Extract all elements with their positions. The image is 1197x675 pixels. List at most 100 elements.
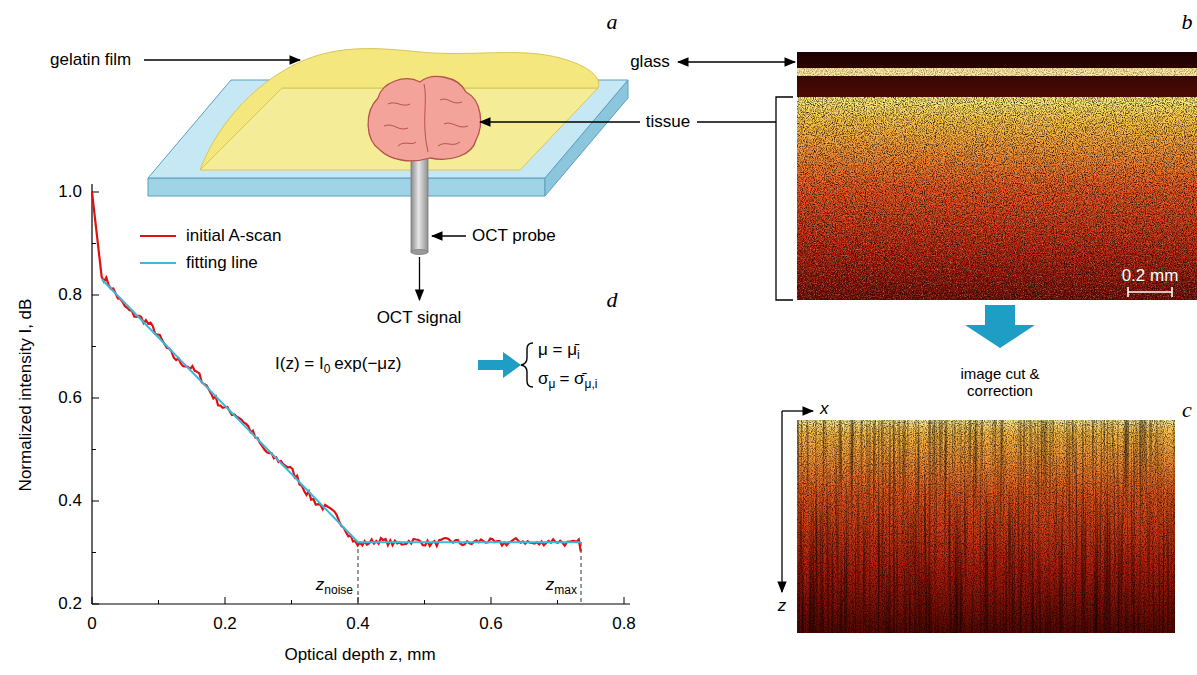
image-streaks [797,420,1175,633]
formula: znoise [316,575,353,598]
formula: σμ= σ̄μ,i [538,369,598,392]
legend-label: fitting line [186,253,258,273]
brace [521,343,533,387]
marker-label: z [546,575,555,594]
tissue-sample [368,77,480,161]
formula-text: I(z) = I [275,354,324,373]
marker-subscript: max [554,583,577,597]
axis-arrow [781,411,782,592]
marker-label: z [316,575,325,594]
y-axis [91,184,92,604]
legend-line [140,235,176,237]
formula-subscript: i [577,348,580,362]
sample-illustration [144,49,795,300]
leader-line [697,121,776,122]
callout-label: OCT probe [472,226,556,246]
callout-label: tissue [646,112,690,132]
axis-title: Normalized intensity I, dB [16,299,36,492]
image-speckle [797,420,1175,633]
panel-letter: b [1182,9,1193,34]
legend-item: fitting line [140,253,258,273]
glass-reflection [797,68,1197,76]
tick-mark [92,501,99,502]
callout-label: gelatin film [50,50,131,70]
tick-mark [92,597,93,604]
gelatin-film [200,49,599,170]
tick-label: 1.0 [58,182,82,202]
x-axis [92,603,630,604]
double-arrow [678,61,795,62]
callout-label: OCT signal [377,308,462,328]
tissue-folds [384,84,468,152]
image-speckle [797,97,1197,300]
glass-front-face [148,178,545,196]
tick-label: 0.8 [612,614,636,634]
tick-mark [624,597,625,604]
panel-letter: d [607,287,618,312]
legend-sample [140,258,176,268]
process-arrow [965,305,1035,348]
formula: I(z) = I0exp(−μz) [275,354,401,377]
depth-marker [358,542,359,604]
a-scan-curve [92,192,581,551]
axis-arrow [782,410,813,411]
tick-label: 0.6 [58,388,82,408]
tissue-signal [797,420,1175,633]
tick-mark [491,597,492,604]
fit-line [102,280,581,543]
leader-arrow [480,121,640,122]
tick-label: 0.8 [58,285,82,305]
image-speckle [797,97,1197,300]
formula-text: μ = μ̄ [538,340,577,359]
depth-bracket [776,97,793,300]
image-background [797,52,1197,97]
formula-subscript: μ [549,377,556,391]
scale-bar [1128,287,1172,297]
tissue-signal [797,97,1197,300]
callout-label: glass [630,52,670,72]
formula-text: exp(−μz) [334,354,401,373]
axis-label: x [820,399,829,419]
scale-bar-label: 0.2 mm [1122,266,1179,286]
tick-label: 0.4 [58,491,82,511]
tick-mark [92,398,99,399]
oct-image-corrected [782,411,1175,633]
formula: μ = μ̄i [538,340,580,363]
tick-label: 0.4 [346,614,370,634]
formula-text: σ [538,369,549,388]
oct-probe [411,150,428,252]
panel-letter: a [607,9,618,34]
tick-mark [92,552,96,553]
tick-label: 0.6 [479,614,503,634]
formula-subscript: μ,i [585,377,598,391]
tick-label: 0.2 [213,614,237,634]
axis-label: z [778,596,787,616]
axis-title: Optical depth z, mm [284,645,435,665]
tick-mark [424,600,425,604]
probe-tip [411,250,428,255]
leader-arrow [144,59,300,60]
formula-text: = σ̄ [559,369,584,388]
tick-mark [92,604,99,605]
legend-label: initial A-scan [186,226,281,246]
panel-letter: c [1182,397,1192,422]
step-caption: image cut & correction [950,365,1050,400]
signal-arrow [419,257,420,300]
legend-sample [140,231,176,241]
formula: zmax [546,575,577,598]
marker-subscript: noise [324,583,353,597]
tick-mark [158,600,159,604]
tick-mark [92,449,96,450]
formula-subscript: 0 [324,362,331,376]
oct-image-raw [797,52,1197,300]
tick-mark [557,600,558,604]
a-scan-chart [92,184,630,604]
tick-mark [291,600,292,604]
result-arrow [478,352,521,378]
tick-mark [92,346,96,347]
legend-item: initial A-scan [140,226,281,246]
tick-label: 0.2 [58,594,82,614]
tick-mark [92,243,96,244]
